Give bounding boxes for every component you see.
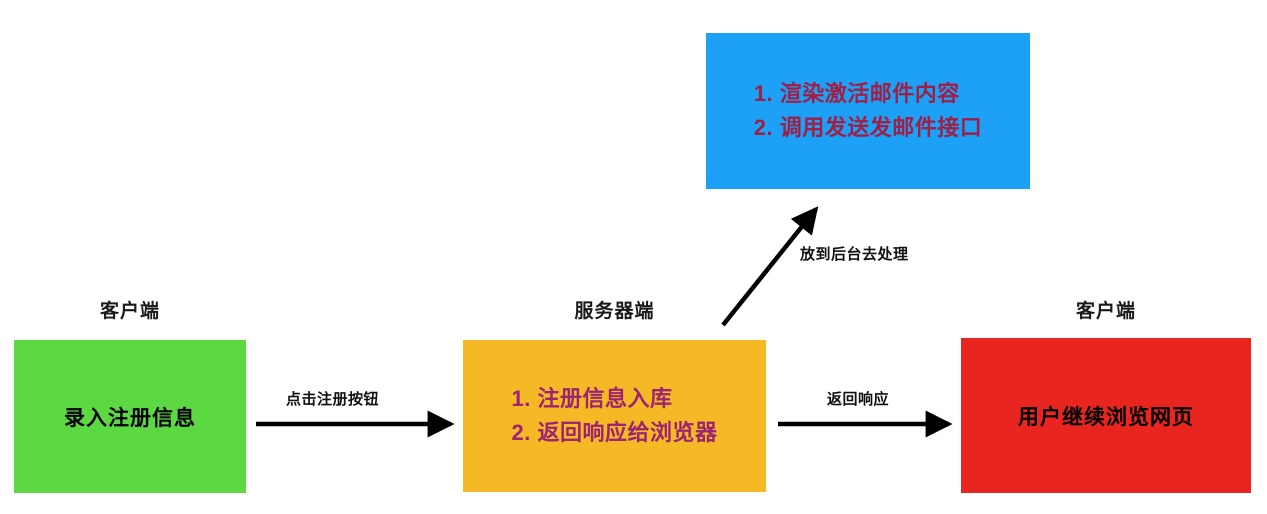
node-client-left-line-1: 录入注册信息 [64, 406, 196, 430]
group-label-client-left: 客户端 [99, 301, 160, 322]
group-label-server: 服务器端 [574, 301, 655, 322]
node-background-task[interactable]: 1. 渲染激活邮件内容 2. 调用发送发邮件接口 [706, 33, 1030, 189]
node-server-text: 1. 注册信息入库 2. 返回响应给浏览器 [512, 382, 718, 450]
node-background-task-line-2: 2. 调用发送发邮件接口 [753, 115, 983, 140]
node-background-task-line-1: 1. 渲染激活邮件内容 [753, 80, 960, 106]
arrow-label-background-task: 放到后台去处理 [800, 246, 909, 263]
node-server-line-1: 1. 注册信息入库 [511, 385, 673, 411]
arrow-label-click-register: 点击注册按钮 [286, 391, 380, 408]
node-client-left[interactable]: 录入注册信息 [14, 340, 246, 493]
group-label-client-right: 客户端 [1075, 301, 1136, 322]
node-background-task-text: 1. 渲染激活邮件内容 2. 调用发送发邮件接口 [754, 77, 982, 145]
node-server-line-2: 2. 返回响应给浏览器 [511, 420, 718, 445]
node-client-right[interactable]: 用户继续浏览网页 [961, 338, 1251, 493]
node-server[interactable]: 1. 注册信息入库 2. 返回响应给浏览器 [463, 340, 766, 492]
arrow-label-return-response: 返回响应 [827, 391, 890, 408]
node-client-right-line-1: 用户继续浏览网页 [1018, 405, 1194, 429]
